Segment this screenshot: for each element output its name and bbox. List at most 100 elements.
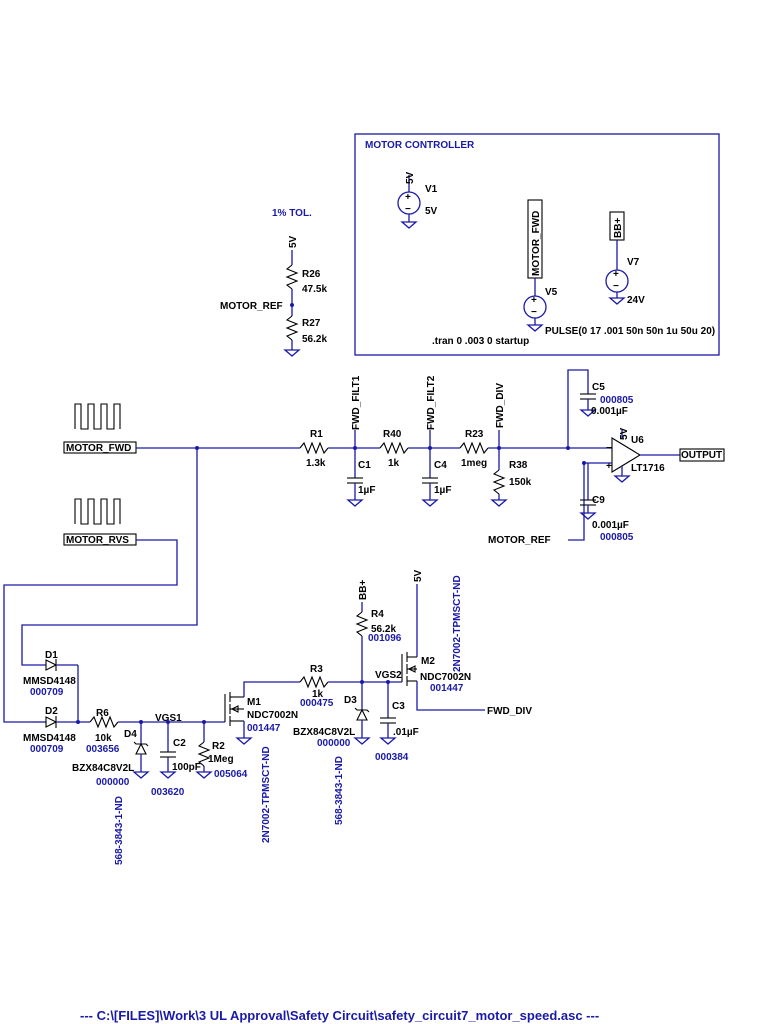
file-path-title: --- C:\[FILES]\Work\3 UL Approval\Safety… [80,1008,599,1023]
d1-value: MMSD4148 [23,676,76,687]
tolerance-note: 1% TOL. [272,208,312,219]
zener-d3[interactable] [354,707,370,721]
resistor-r40[interactable] [379,441,409,455]
c2-part: 003620 [151,787,185,798]
r2-part: 005064 [214,769,248,780]
c3-value: .01µF [393,727,419,738]
u6-supply-net: 5V [619,427,630,440]
r4-part: 001096 [368,633,402,644]
svg-text:−: − [531,307,537,318]
net-vgs1: VGS1 [155,713,182,724]
mosfet-m1[interactable] [224,692,244,726]
d4-name: D4 [124,729,137,740]
r6-part: 003656 [86,744,120,755]
c4-value: 1µF [434,485,451,496]
net-motor-fwd: MOTOR_FWD [66,443,131,454]
d4-pn: 568-3843-1-ND [114,796,125,865]
zener-d4[interactable] [133,741,149,755]
d1-part: 000709 [30,687,64,698]
v7-value: 24V [627,295,645,306]
c9-value: 0.001µF [592,520,629,531]
pulse-fwd-icon [74,403,121,430]
net-vgs2: VGS2 [375,670,402,681]
diode-d2[interactable] [45,716,58,728]
u6-value: LT1716 [631,463,665,474]
resistor-r27[interactable] [285,315,299,341]
net-bb: BB+ [358,580,369,600]
source-v5[interactable]: MOTOR_FWD + − V5 PULSE(0 17 .001 50n 50n… [523,199,715,337]
c3-part: 000384 [375,752,409,763]
d4-part: 000000 [96,777,130,788]
d3-name: D3 [344,695,357,706]
d1-name: D1 [45,650,58,661]
c1-value: 1µF [358,485,375,496]
r3-name: R3 [310,664,323,675]
r40-name: R40 [383,429,402,440]
resistor-r38[interactable] [492,469,506,495]
net-motor-rvs: MOTOR_RVS [66,535,129,546]
resistor-r2[interactable] [197,741,211,767]
v5-net-label: MOTOR_FWD [531,211,542,276]
d2-part: 000709 [30,744,64,755]
d3-value: BZX84C8V2L [293,727,355,738]
v1-name: V1 [425,184,438,195]
c9-name: C9 [592,495,605,506]
svg-text:−: − [405,204,411,215]
r4-value: 56.2k [371,624,396,635]
resistor-r23[interactable] [459,441,489,455]
m2-pn: 2N7002-TPMSCT-ND [452,575,463,672]
d3-pn: 568-3843-1-ND [334,756,345,825]
resistor-r6[interactable] [89,715,119,729]
d2-value: MMSD4148 [23,733,76,744]
svg-text:+: + [531,295,537,306]
r26-value: 47.5k [302,284,327,295]
c4-name: C4 [434,460,447,471]
d3-part: 000000 [317,738,351,749]
resistor-r26[interactable] [285,264,299,290]
opamp-u6[interactable] [611,437,642,473]
m1-pn: 2N7002-TPMSCT-ND [261,746,272,843]
c2-value: 100pF [172,762,201,773]
motor-controller-box [354,133,720,356]
r38-value: 150k [509,477,532,488]
net-fwd-filt1: FWD_FILT1 [351,375,362,430]
svg-text:−: − [606,443,612,454]
m2-value: NDC7002N [420,672,471,683]
net-5v-divider: 5V [288,235,299,248]
source-v7[interactable]: BB+ + − V7 24V [605,211,645,306]
net-fwd-div-main: FWD_DIV [495,383,506,428]
r3-part: 000475 [300,698,334,709]
r2-value: 1Meg [208,754,234,765]
net-motor-ref-divider: MOTOR_REF [220,301,283,312]
c9-part: 000805 [600,532,634,543]
d2-name: D2 [45,706,58,717]
m1-value: NDC7002N [247,710,298,721]
u6-name: U6 [631,435,644,446]
resistor-r4[interactable] [355,611,369,637]
pulse-rvs-icon [74,498,121,525]
m1-part: 001447 [247,723,281,734]
v1-value: 5V [425,206,438,217]
r3-value: 1k [312,689,324,700]
m2-name: M2 [421,656,435,667]
c5-value: 0.001µF [591,406,628,417]
resistor-r1[interactable] [299,441,329,455]
svg-text:+: + [606,461,612,472]
mosfet-m2[interactable] [401,652,417,686]
r23-value: 1meg [461,458,487,469]
r1-name: R1 [310,429,323,440]
net-output: OUTPUT [681,450,722,461]
svg-text:+: + [613,269,619,280]
svg-text:+: + [405,192,411,203]
v5-value: PULSE(0 17 .001 50n 50n 1u 50u 20) [545,326,715,337]
c5-name: C5 [592,382,605,393]
motor-controller-label: MOTOR CONTROLLER [365,140,475,151]
source-v1[interactable]: + − 5V V1 5V [397,171,438,229]
r1-value: 1.3k [306,458,326,469]
net-fwd-div-m2: FWD_DIV [487,706,532,717]
m1-name: M1 [247,697,261,708]
r27-value: 56.2k [302,334,327,345]
resistor-r3[interactable] [299,675,329,689]
net-fwd-filt2: FWD_FILT2 [426,375,437,430]
